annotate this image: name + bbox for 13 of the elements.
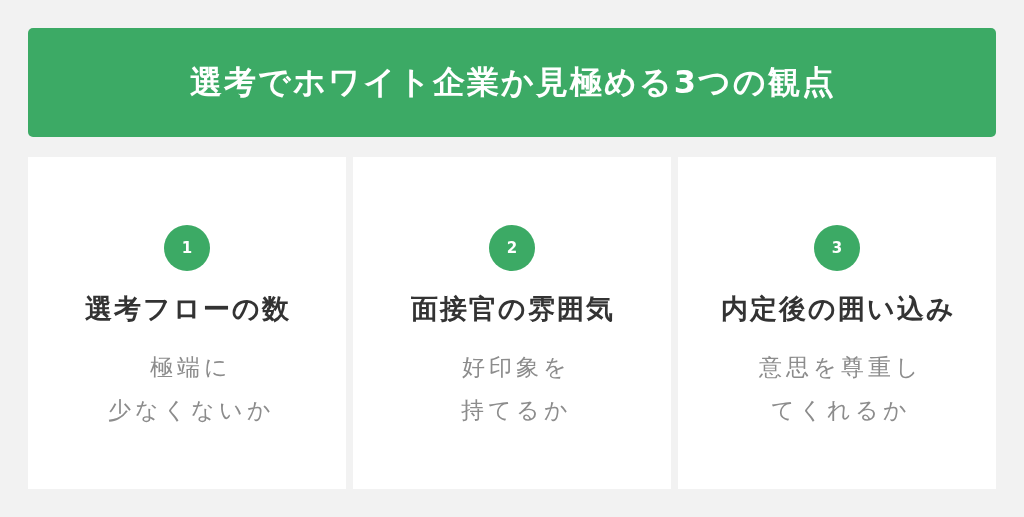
number-circle: 2: [489, 225, 535, 271]
card-description: 極端に少なくないか: [106, 353, 276, 425]
number-circle: 1: [164, 225, 210, 271]
card: [678, 157, 996, 489]
number-circle: 3: [814, 225, 860, 271]
diagram-title: 選考でホワイト企業か見極める3つの観点: [188, 63, 837, 102]
card: [353, 157, 671, 489]
card: [28, 157, 346, 489]
card-description: 意思を尊重してくれるか: [758, 353, 924, 425]
card-heading: 選考フローの数: [84, 292, 292, 326]
card-heading: 面接官の雰囲気: [410, 292, 616, 326]
card-heading: 内定後の囲い込み: [719, 292, 957, 326]
card-description: 好印象を持てるか: [459, 353, 573, 425]
